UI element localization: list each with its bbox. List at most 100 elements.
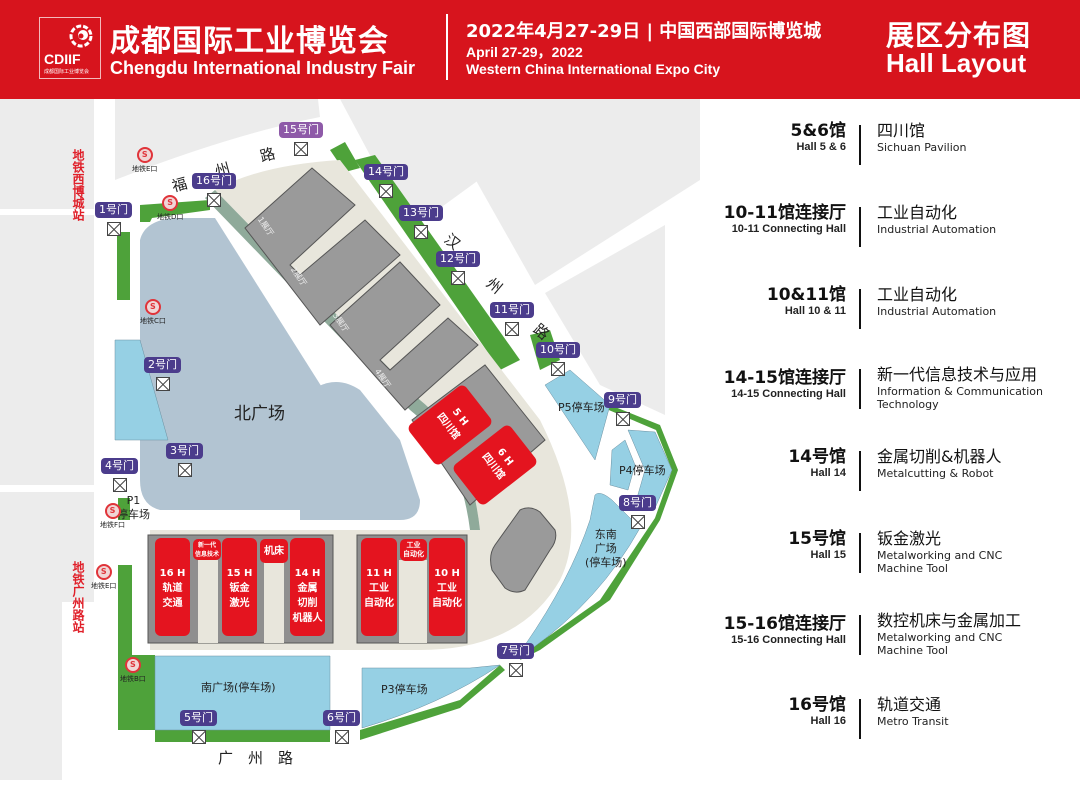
hall-16-l1: 轨道 bbox=[162, 583, 183, 594]
hall-layout-title-cn: 展区分布图 bbox=[886, 19, 1032, 52]
gate-5[interactable]: 5号门 bbox=[180, 710, 217, 744]
gate-icon bbox=[379, 184, 393, 198]
gate-6-label: 6号门 bbox=[323, 710, 360, 726]
gate-icon bbox=[505, 322, 519, 336]
gate-icon bbox=[414, 225, 428, 239]
se-line2: 广场 bbox=[594, 542, 617, 555]
hall-11[interactable]: 11 H 工业 自动化 bbox=[361, 538, 397, 636]
p1-parking-label: P1 停车场 bbox=[117, 494, 150, 522]
connecting-hall-15-16[interactable]: 新一代 信息技术 bbox=[193, 539, 221, 560]
gate-7-label: 7号门 bbox=[497, 643, 534, 659]
gate-16[interactable]: 16号门 bbox=[192, 173, 236, 207]
legend-hall-cn: 15-16馆连接厅 bbox=[723, 614, 846, 634]
p5-parking-label: P5停车场 bbox=[558, 401, 605, 414]
metro-exit-d[interactable]: S 地铁D口 bbox=[157, 195, 183, 222]
logo-subtitle: 成都国际工业博览会 bbox=[44, 69, 90, 75]
hall-10-l1: 工业 bbox=[437, 583, 457, 594]
station-guangzhoulu: 地铁广州路站 bbox=[71, 561, 85, 633]
legend-divider bbox=[859, 207, 861, 247]
legend-hall-en: 14-15 Connecting Hall bbox=[731, 388, 846, 400]
legend-divider bbox=[859, 451, 861, 491]
legend-hall-en: 10-11 Connecting Hall bbox=[731, 223, 846, 235]
legend-hall-en: 15-16 Connecting Hall bbox=[731, 634, 846, 646]
legend-category-en: Metalworking and CNC bbox=[877, 549, 1003, 562]
legend-category-en: Metalcutting & Robot bbox=[877, 467, 994, 480]
hall-14-l2: 切削 bbox=[297, 598, 318, 609]
hall-16-num: 16 H bbox=[159, 568, 186, 579]
venue-map: 1展厅 2展厅 3展厅 4展厅 5 H 四川馆 6 H 四川馆 16 H 轨道 … bbox=[0, 99, 700, 796]
gate-9-label: 9号门 bbox=[604, 392, 641, 408]
gate-icon bbox=[106, 222, 121, 236]
gate-1-label: 1号门 bbox=[95, 202, 132, 218]
gate-icon bbox=[451, 271, 465, 285]
gate-2[interactable]: 2号门 bbox=[144, 357, 181, 391]
gate-11-label: 11号门 bbox=[490, 302, 534, 318]
legend-divider bbox=[859, 369, 861, 409]
gate-9[interactable]: 9号门 bbox=[604, 392, 641, 426]
conn-1516-l1: 新一代 bbox=[197, 541, 216, 549]
connecting-hall-14-15[interactable]: 机床 bbox=[260, 539, 288, 563]
hall-10-l2: 自动化 bbox=[432, 598, 462, 609]
metro-exit-c-label: 地铁C口 bbox=[140, 317, 166, 325]
date-en: April 27-29，2022 bbox=[466, 44, 583, 60]
legend-hall-cn: 10-11馆连接厅 bbox=[723, 203, 846, 223]
gate-15[interactable]: 15号门 bbox=[279, 122, 323, 156]
hall-10[interactable]: 10 H 工业 自动化 bbox=[429, 538, 465, 636]
metro-icon: S bbox=[104, 503, 121, 519]
gate-icon bbox=[191, 730, 206, 744]
gate-12[interactable]: 12号门 bbox=[436, 251, 480, 285]
metro-exit-f[interactable]: S 地铁F口 bbox=[100, 503, 125, 530]
hall-14[interactable]: 14 H 金属 切削 机器人 bbox=[290, 538, 325, 636]
gate-6[interactable]: 6号门 bbox=[323, 710, 360, 744]
gate-12-label: 12号门 bbox=[436, 251, 480, 267]
legend-category-cn: 轨道交通 bbox=[877, 695, 942, 714]
metro-exit-d-label: 地铁D口 bbox=[157, 213, 184, 221]
legend-divider bbox=[859, 699, 861, 739]
hall-16[interactable]: 16 H 轨道 交通 bbox=[155, 538, 190, 636]
legend-category-cn: 钣金激光 bbox=[877, 529, 942, 548]
gate-10[interactable]: 10号门 bbox=[536, 342, 580, 376]
gate-2-label: 2号门 bbox=[144, 357, 181, 373]
gate-3[interactable]: 3号门 bbox=[166, 443, 203, 477]
legend-hall-cn: 16号馆 bbox=[788, 695, 846, 715]
legend-hall-en: Hall 5 & 6 bbox=[796, 141, 846, 153]
metro-exit-c[interactable]: S 地铁C口 bbox=[140, 299, 166, 326]
gate-icon bbox=[551, 362, 565, 376]
legend-hall-cn: 10&11馆 bbox=[766, 285, 846, 305]
venue-en: Western China International Expo City bbox=[466, 61, 721, 77]
gate-14[interactable]: 14号门 bbox=[364, 164, 408, 198]
header-banner: CDIIF 成都国际工业博览会 成都国际工业博览会 Chengdu Intern… bbox=[0, 0, 1080, 99]
gate-1[interactable]: 1号门 bbox=[95, 202, 132, 236]
gate-icon bbox=[334, 730, 349, 744]
legend-hall-cn: 15号馆 bbox=[788, 529, 846, 549]
gate-13[interactable]: 13号门 bbox=[399, 205, 443, 239]
metro-icon: S bbox=[95, 564, 112, 580]
hall-15[interactable]: 15 H 钣金 激光 bbox=[222, 538, 257, 636]
cdiif-logo: CDIIF 成都国际工业博览会 bbox=[39, 17, 101, 79]
metro-exit-b[interactable]: S 地铁B口 bbox=[120, 657, 146, 684]
gate-icon bbox=[207, 193, 221, 207]
gate-icon bbox=[177, 463, 192, 477]
gate-8[interactable]: 8号门 bbox=[619, 495, 656, 529]
gate-11[interactable]: 11号门 bbox=[490, 302, 534, 336]
hall-10-num: 10 H bbox=[434, 568, 460, 579]
metro-exit-e-top[interactable]: S 地铁E口 bbox=[132, 147, 157, 174]
south-plaza-label: 南广场(停车场) bbox=[201, 681, 276, 694]
legend-hall-en: Hall 16 bbox=[810, 715, 846, 727]
legend-divider bbox=[859, 533, 861, 573]
metro-icon: S bbox=[144, 299, 161, 315]
metro-exit-e-bottom[interactable]: S 地铁E口 bbox=[91, 564, 116, 591]
gate-7[interactable]: 7号门 bbox=[497, 643, 534, 677]
hall-14-l1: 金属 bbox=[297, 583, 318, 594]
gate-icon bbox=[508, 663, 523, 677]
connecting-hall-10-11[interactable]: 工业 自动化 bbox=[400, 539, 427, 561]
legend-hall-en: Hall 15 bbox=[810, 549, 846, 561]
hall-14-num: 14 H bbox=[294, 568, 321, 579]
fair-title-en: Chengdu International Industry Fair bbox=[110, 58, 416, 78]
gate-4[interactable]: 4号门 bbox=[101, 458, 138, 492]
legend-category-en-2: Machine Tool bbox=[877, 644, 948, 657]
legend-hall-cn: 14号馆 bbox=[788, 447, 846, 467]
